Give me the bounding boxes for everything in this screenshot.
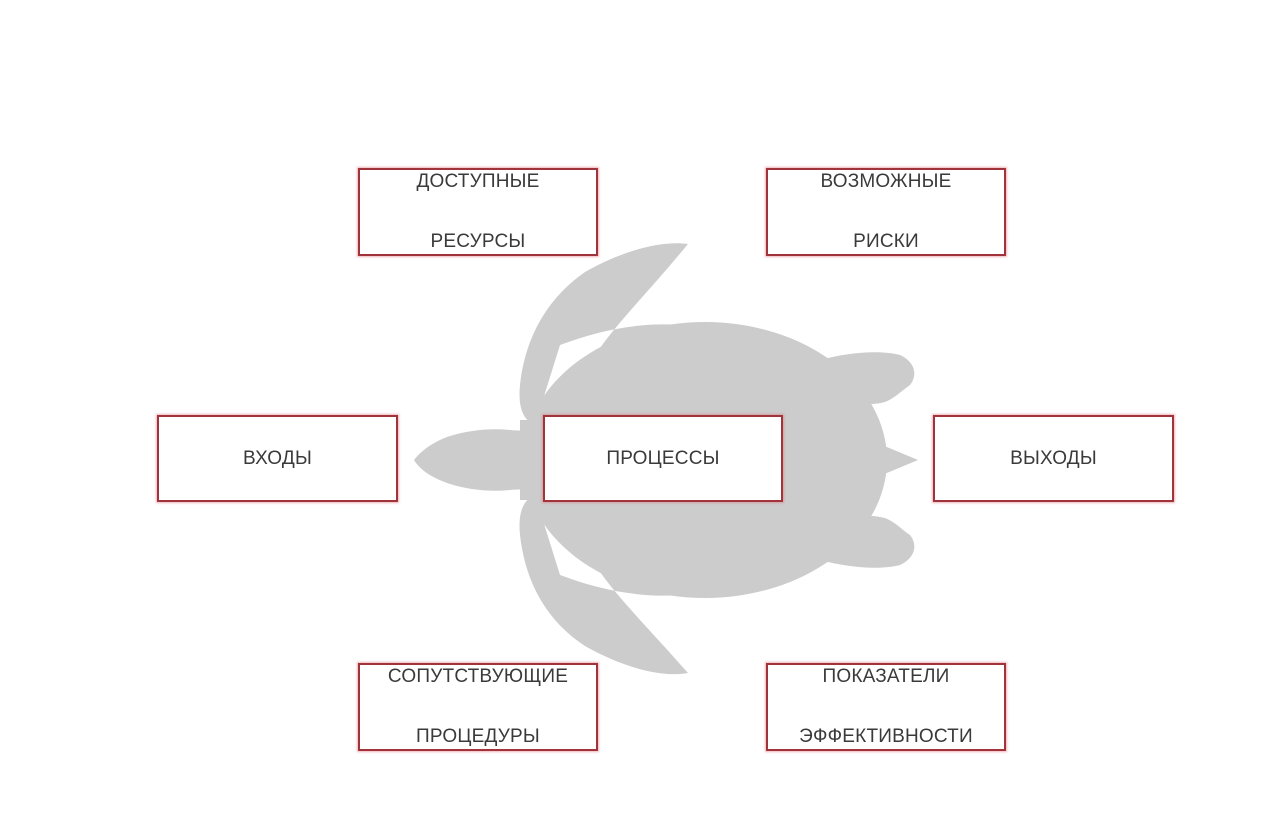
processes-box: ПРОЦЕССЫ bbox=[543, 415, 783, 502]
processes-label: ПРОЦЕССЫ bbox=[606, 414, 719, 504]
outputs-label: ВЫХОДЫ bbox=[1010, 414, 1097, 504]
resources-label: ДОСТУПНЫЕ РЕСУРСЫ bbox=[416, 137, 539, 287]
risks-label: ВОЗМОЖНЫЕ РИСКИ bbox=[820, 137, 951, 287]
resources-label-line2: РЕСУРСЫ bbox=[430, 231, 526, 252]
procedures-label-line2: ПРОЦЕДУРЫ bbox=[416, 726, 540, 747]
risks-label-line1: ВОЗМОЖНЫЕ bbox=[820, 171, 952, 192]
processes-label-line1: ПРОЦЕССЫ bbox=[606, 447, 720, 469]
kpi-box: ПОКАЗАТЕЛИ ЭФФЕКТИВНОСТИ bbox=[766, 663, 1006, 751]
kpi-label: ПОКАЗАТЕЛИ ЭФФЕКТИВНОСТИ bbox=[799, 632, 973, 782]
procedures-label: СОПУТСТВУЮЩИЕ ПРОЦЕДУРЫ bbox=[388, 632, 568, 782]
inputs-label-line1: ВХОДЫ bbox=[243, 447, 312, 469]
resources-box: ДОСТУПНЫЕ РЕСУРСЫ bbox=[358, 168, 598, 256]
turtle-front-flipper-top bbox=[519, 243, 700, 425]
risks-label-line2: РИСКИ bbox=[853, 231, 919, 252]
inputs-label: ВХОДЫ bbox=[243, 414, 312, 504]
turtle-rear-flipper-bottom bbox=[820, 515, 915, 568]
procedures-label-line1: СОПУТСТВУЮЩИЕ bbox=[387, 666, 569, 687]
procedures-box: СОПУТСТВУЮЩИЕ ПРОЦЕДУРЫ bbox=[358, 663, 598, 751]
turtle-tail bbox=[870, 440, 918, 480]
turtle-front-flipper-bottom bbox=[519, 495, 700, 675]
risks-box: ВОЗМОЖНЫЕ РИСКИ bbox=[766, 168, 1006, 256]
kpi-label-line2: ЭФФЕКТИВНОСТИ bbox=[799, 726, 973, 747]
resources-label-line1: ДОСТУПНЫЕ bbox=[416, 171, 540, 192]
inputs-box: ВХОДЫ bbox=[157, 415, 398, 502]
kpi-label-line1: ПОКАЗАТЕЛИ bbox=[822, 666, 950, 687]
outputs-label-line1: ВЫХОДЫ bbox=[1010, 447, 1097, 469]
outputs-box: ВЫХОДЫ bbox=[933, 415, 1174, 502]
turtle-rear-flipper-top bbox=[820, 352, 915, 405]
